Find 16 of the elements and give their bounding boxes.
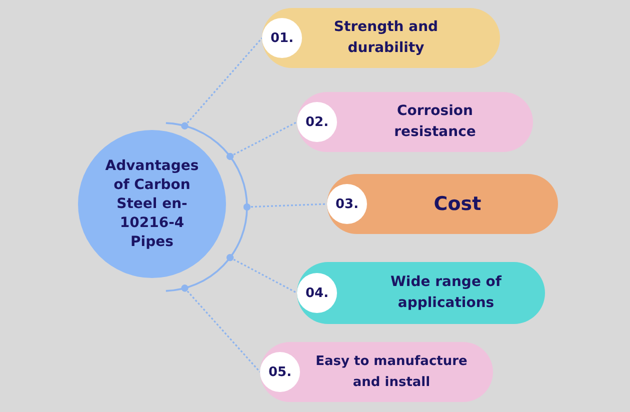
number-badge: 04. — [297, 273, 337, 313]
advantage-text: Easy to manufacture and install — [314, 353, 468, 392]
number-badge: 05. — [260, 352, 300, 392]
number-badge: 02. — [297, 102, 337, 142]
dotted-connector — [226, 254, 298, 294]
dotted-connector — [181, 37, 263, 130]
dotted-connector — [181, 284, 261, 373]
advantage-text: Corrosion resistance — [393, 102, 477, 142]
dotted-connector — [243, 203, 328, 211]
advantage-text: Cost — [432, 194, 482, 214]
dotted-connector — [226, 121, 298, 160]
topic-title: Advantages of Carbon Steel en-10216-4 Pipes — [104, 156, 200, 252]
advantage-text: Strength and durability — [332, 18, 440, 58]
advantage-text: Wide range of applications — [389, 273, 503, 313]
number-badge: 03. — [327, 184, 367, 224]
number-badge: 01. — [262, 18, 302, 58]
